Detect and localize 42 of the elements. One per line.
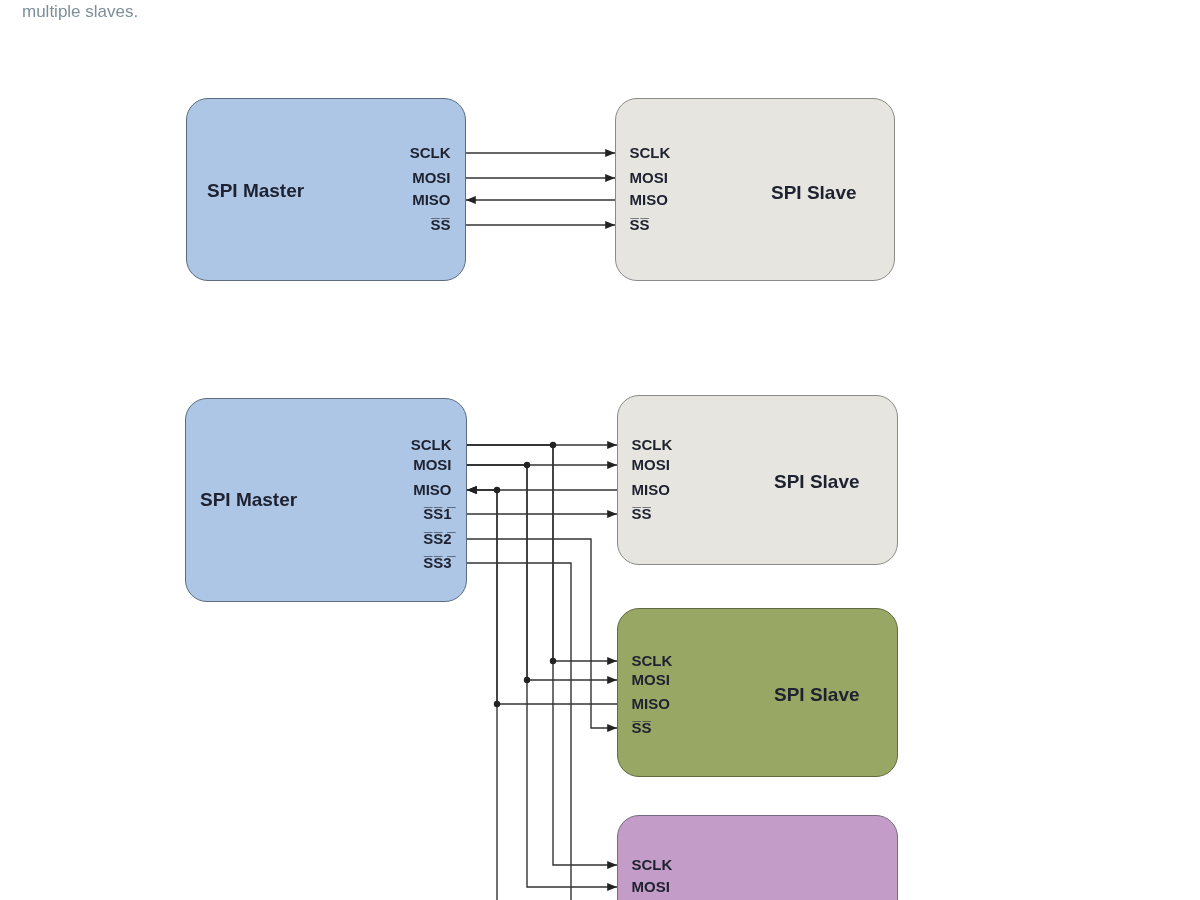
- box-title: SPI Slave: [774, 470, 860, 494]
- box-title: SPI Slave: [774, 683, 860, 707]
- pin-label: MOSI: [385, 167, 466, 188]
- pin-label: SCLK: [616, 854, 697, 875]
- pin-label: MOSI: [614, 167, 695, 188]
- box-title: SPI Master: [207, 179, 305, 203]
- pin-label: S̅S̅3̅: [386, 552, 467, 573]
- pin-label: MISO: [385, 189, 466, 210]
- heading-text: multiple slaves.: [22, 2, 139, 22]
- pin-label: SCLK: [385, 142, 466, 163]
- signal-arrow: [465, 174, 616, 182]
- pin-label: MOSI: [616, 669, 697, 690]
- pin-label: S̅S̅: [616, 503, 697, 524]
- box-title: SPI Slave: [771, 181, 857, 205]
- pin-label: SCLK: [386, 434, 467, 455]
- pin-label: S̅S̅1̅: [386, 503, 467, 524]
- pin-label: MISO: [616, 693, 697, 714]
- master-box: [186, 98, 466, 281]
- slave-box: [615, 98, 895, 281]
- master-box: [185, 398, 467, 602]
- signal-arrow: [465, 221, 616, 229]
- pin-label: MOSI: [616, 454, 697, 475]
- pin-label: S̅S̅: [616, 717, 697, 738]
- pin-label: MISO: [616, 479, 697, 500]
- signal-arrow: [466, 538, 618, 732]
- signal-arrow: [465, 149, 616, 157]
- slave-box: [617, 395, 898, 565]
- signal-arrow: [466, 510, 618, 518]
- pin-label: S̅S̅: [385, 214, 466, 235]
- pin-label: S̅S̅2̅: [386, 528, 467, 549]
- slave-box: [617, 608, 898, 777]
- pin-label: MISO: [614, 189, 695, 210]
- pin-label: SCLK: [616, 434, 697, 455]
- pin-label: SCLK: [616, 650, 697, 671]
- pin-label: MOSI: [616, 876, 697, 897]
- signal-arrow: [465, 196, 616, 204]
- pin-label: SCLK: [614, 142, 695, 163]
- pin-label: S̅S̅: [614, 214, 695, 235]
- signal-arrow: [466, 486, 498, 900]
- pin-label: MISO: [386, 479, 467, 500]
- pin-label: MOSI: [386, 454, 467, 475]
- box-title: SPI Master: [200, 488, 298, 512]
